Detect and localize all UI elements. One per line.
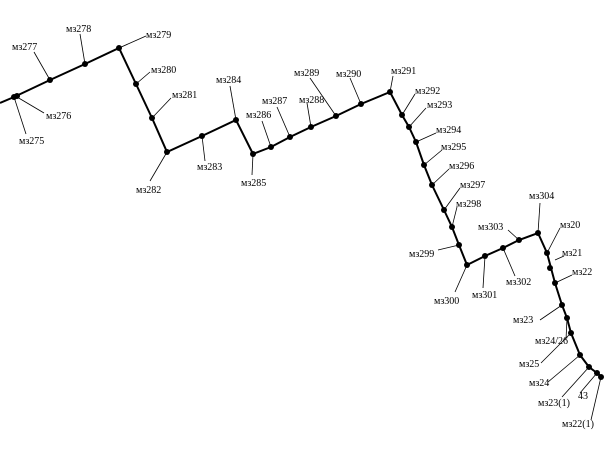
node-285 — [250, 151, 256, 157]
label-20: мз20 — [560, 220, 580, 231]
label-284: мз284 — [216, 75, 241, 86]
label-43: 43 — [578, 391, 588, 402]
node-279 — [116, 45, 122, 51]
node-278 — [82, 61, 88, 67]
label-286: мз286 — [246, 110, 271, 121]
node-295 — [421, 162, 427, 168]
node-25 — [568, 330, 574, 336]
label-299: мз299 — [409, 249, 434, 260]
node-292 — [399, 112, 405, 118]
label-276: мз276 — [46, 111, 71, 122]
label-22-1: мз22(1) — [562, 419, 594, 430]
node-286 — [268, 144, 274, 150]
label-285: мз285 — [241, 178, 266, 189]
label-22: мз22 — [572, 267, 592, 278]
node-302 — [500, 245, 506, 251]
label-304: мз304 — [529, 191, 554, 202]
label-281: мз281 — [172, 90, 197, 101]
node-293 — [406, 124, 412, 130]
label-302: мз302 — [506, 277, 531, 288]
node-304 — [535, 230, 541, 236]
label-289: мз289 — [294, 68, 319, 79]
label-287: мз287 — [262, 96, 287, 107]
node-300 — [464, 262, 470, 268]
label-23-1: мз23(1) — [538, 398, 570, 409]
label-23: мз23 — [513, 315, 533, 326]
node-277 — [47, 77, 53, 83]
node-283 — [199, 133, 205, 139]
label-291: мз291 — [391, 66, 416, 77]
node-299 — [456, 242, 462, 248]
node-287 — [287, 134, 293, 140]
node-24-26 — [564, 315, 570, 321]
node-296 — [429, 182, 435, 188]
node-291 — [387, 89, 393, 95]
label-278: мз278 — [66, 24, 91, 35]
node-298 — [449, 224, 455, 230]
label-280: мз280 — [151, 65, 176, 76]
label-303: мз303 — [478, 222, 503, 233]
node-281 — [149, 115, 155, 121]
node-280 — [133, 81, 139, 87]
label-290: мз290 — [336, 69, 361, 80]
node-288 — [308, 124, 314, 130]
label-277: мз277 — [12, 42, 37, 53]
label-298: мз298 — [456, 199, 481, 210]
node-303 — [516, 237, 522, 243]
node-43 — [594, 370, 600, 376]
label-24: мз24 — [529, 378, 549, 389]
leader-lines — [13, 33, 602, 421]
node-284 — [233, 117, 239, 123]
node-301 — [482, 253, 488, 259]
label-282: мз282 — [136, 185, 161, 196]
label-296: мз296 — [449, 161, 474, 172]
node-290 — [358, 101, 364, 107]
node-276 — [14, 93, 20, 99]
label-283: мз283 — [197, 162, 222, 173]
node-20 — [544, 250, 550, 256]
node-21 — [547, 265, 553, 271]
label-24-26: мз24/26 — [535, 336, 568, 347]
node-22-1 — [598, 374, 604, 380]
label-301: мз301 — [472, 290, 497, 301]
node-282 — [164, 149, 170, 155]
nodes — [11, 45, 604, 380]
label-295: мз295 — [441, 142, 466, 153]
label-275: мз275 — [19, 136, 44, 147]
node-23 — [559, 302, 565, 308]
node-23-1 — [586, 364, 592, 370]
node-289 — [333, 113, 339, 119]
label-292: мз292 — [415, 86, 440, 97]
label-297: мз297 — [460, 180, 485, 191]
label-294: мз294 — [436, 125, 461, 136]
label-21: мз21 — [562, 248, 582, 259]
label-293: мз293 — [427, 100, 452, 111]
label-288: мз288 — [299, 95, 324, 106]
labels: мз275 мз276 мз277 мз278 мз279 мз280 мз28… — [12, 24, 594, 430]
label-300: мз300 — [434, 296, 459, 307]
node-24 — [577, 352, 583, 358]
node-294 — [413, 139, 419, 145]
node-297 — [441, 207, 447, 213]
label-25: мз25 — [519, 359, 539, 370]
node-22 — [552, 280, 558, 286]
label-279: мз279 — [146, 30, 171, 41]
